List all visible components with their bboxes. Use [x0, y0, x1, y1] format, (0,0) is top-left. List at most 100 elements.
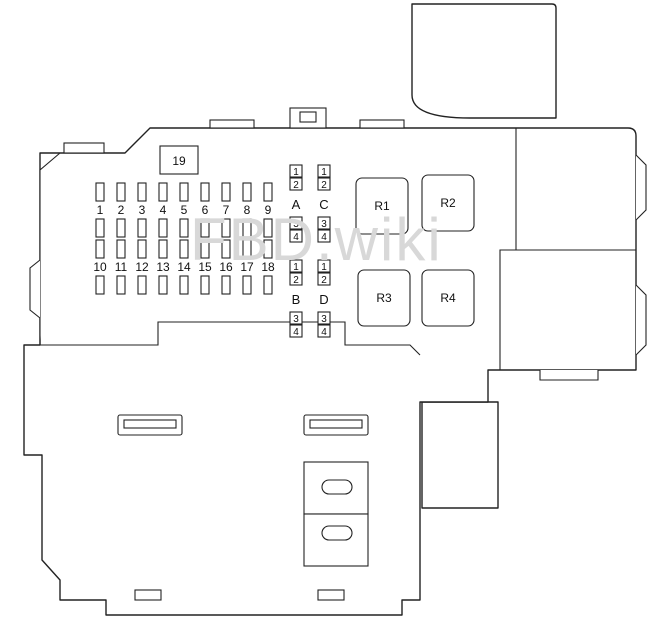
fuse-label-13: 13 — [156, 260, 170, 274]
fuse-slot-lower-4 — [158, 218, 168, 238]
bottom-ports — [303, 461, 369, 567]
fuse-slot-lower-13 — [158, 275, 168, 295]
fuse-slot-lower-17 — [242, 275, 252, 295]
top-right-housing — [411, 3, 557, 119]
fuse-slot-2 — [116, 182, 126, 202]
lower-mounting-slots — [117, 414, 369, 436]
connector-d: 1 2 3 4 D — [317, 259, 331, 338]
fuse-slot-lower-15 — [200, 275, 210, 295]
connector-pin-box — [289, 229, 303, 243]
fuse-slot-lower-1 — [95, 218, 105, 238]
connector-pin: 4 — [293, 232, 299, 243]
connector-pin-box — [317, 164, 331, 178]
fuse-slot-lower-5 — [179, 218, 189, 238]
fuse-slot-lower-18 — [263, 275, 273, 295]
fuse-label-8: 8 — [244, 203, 251, 217]
connector-pin: 4 — [321, 232, 327, 243]
connector-pin-box — [289, 164, 303, 178]
fuse-label-9: 9 — [265, 203, 272, 217]
bottom-clips — [134, 589, 345, 601]
connector-pin-box — [317, 259, 331, 273]
fuse-slot-1 — [95, 182, 105, 202]
connector-pin: 2 — [321, 275, 327, 286]
fuse-slot-lower-6 — [200, 218, 210, 238]
fuse-label-1: 1 — [97, 203, 104, 217]
fuse-slot-17 — [242, 239, 252, 259]
connector-pin-box — [317, 324, 331, 338]
connector-a: 1 2 3 4 A — [289, 164, 303, 243]
relay-r1 — [355, 177, 409, 235]
fuse-slot-lower-16 — [221, 275, 231, 295]
connector-pin: 4 — [321, 327, 327, 338]
fuse-slot-lower-10 — [95, 275, 105, 295]
connector-pin: 1 — [321, 262, 327, 273]
fuse-label-14: 14 — [177, 260, 191, 274]
fuse-slot-7 — [221, 182, 231, 202]
relay-label-r1: R1 — [374, 199, 390, 213]
fuse-slot-12 — [137, 239, 147, 259]
relay-r4 — [421, 269, 475, 327]
connector-pin-box — [289, 177, 303, 191]
fuse-slot-13 — [158, 239, 168, 259]
connector-pin: 3 — [293, 219, 299, 230]
fuse-slot-9 — [263, 182, 273, 202]
fuse-slot-lower-7 — [221, 218, 231, 238]
relay-r2 — [421, 174, 475, 232]
connector-pin: 3 — [321, 219, 327, 230]
fuse-label-6: 6 — [202, 203, 209, 217]
connector-pin: 1 — [293, 262, 299, 273]
connector-pin-box — [317, 177, 331, 191]
connector-pin-box — [289, 324, 303, 338]
fuse-label-17: 17 — [240, 260, 254, 274]
connector-pin-box — [317, 229, 331, 243]
fuse-slot-8 — [242, 182, 252, 202]
connector-pin-box — [317, 272, 331, 286]
connector-label: B — [292, 292, 301, 307]
fuse-slot-lower-3 — [137, 218, 147, 238]
fuse-label-4: 4 — [160, 203, 167, 217]
connector-label: A — [292, 197, 301, 212]
connector-c: 1 2 3 4 C — [317, 164, 331, 243]
left-side-tab — [29, 259, 41, 319]
top-clips — [63, 107, 405, 154]
fuse-slot-18 — [263, 239, 273, 259]
fuse-slot-lower-2 — [116, 218, 126, 238]
fuse-label-18: 18 — [261, 260, 275, 274]
fuse-slot-10 — [95, 239, 105, 259]
relay-r3 — [357, 269, 411, 327]
relay-label-r4: R4 — [440, 291, 456, 305]
connector-pin: 3 — [321, 314, 327, 325]
connector-pin: 3 — [293, 314, 299, 325]
fuse-slot-3 — [137, 182, 147, 202]
connector-pin-box — [289, 272, 303, 286]
fuse-label-10: 10 — [93, 260, 107, 274]
connector-pin-box — [289, 216, 303, 230]
connector-pin: 4 — [293, 327, 299, 338]
fuse-slot-lower-14 — [179, 275, 189, 295]
fuse-slot-15 — [200, 239, 210, 259]
fuse-slot-16 — [221, 239, 231, 259]
fuse-label-2: 2 — [118, 203, 125, 217]
connector-pin-box — [317, 311, 331, 325]
connector-pin: 1 — [321, 167, 327, 178]
fuse-slot-lower-12 — [137, 275, 147, 295]
fuse-label-16: 16 — [219, 260, 233, 274]
fuse-label-5: 5 — [181, 203, 188, 217]
connector-pin: 2 — [293, 180, 299, 191]
connector-label: C — [319, 197, 328, 212]
connector-pin: 2 — [321, 180, 327, 191]
fuse-slot-5 — [179, 182, 189, 202]
connector-label: D — [319, 292, 328, 307]
fuse-label-3: 3 — [139, 203, 146, 217]
fuse-slot-lower-9 — [263, 218, 273, 238]
connector-pin: 1 — [293, 167, 299, 178]
fuse-19-label: 19 — [172, 154, 186, 168]
fuse-slot-6 — [200, 182, 210, 202]
fuse-label-15: 15 — [198, 260, 212, 274]
fuse-label-12: 12 — [135, 260, 149, 274]
